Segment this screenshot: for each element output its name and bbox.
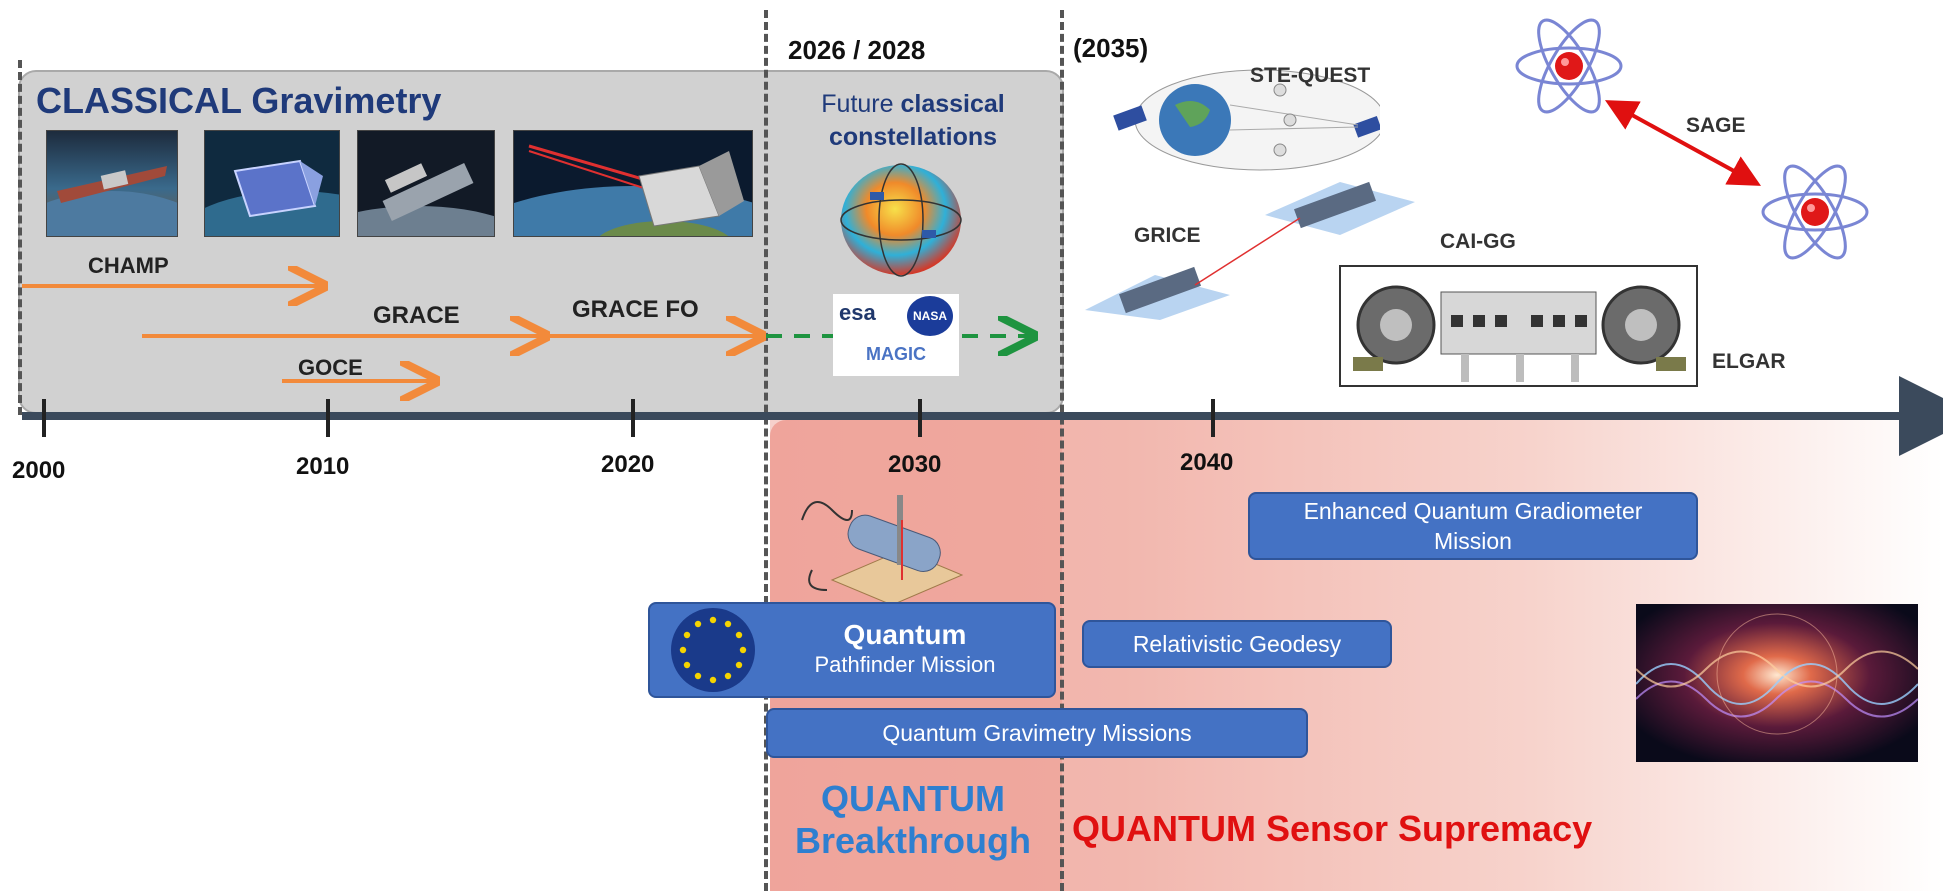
gravity-field-globe-icon <box>840 163 962 277</box>
grice-label: GRICE <box>1134 224 1201 247</box>
champ-label: CHAMP <box>88 253 169 278</box>
future-constellations-title: Future classical constellations <box>766 88 1060 154</box>
era-divider-2035 <box>1060 10 1064 891</box>
breakthrough-line1: QUANTUM <box>821 778 1005 819</box>
tick-2000 <box>42 399 46 437</box>
future-prefix: Future <box>821 90 901 118</box>
elgar-instrument-image <box>1339 265 1698 387</box>
future-line2: constellations <box>828 123 998 151</box>
ste-quest-diagram <box>1113 69 1380 171</box>
pathfinder-mission-box: Quantum Pathfinder Mission <box>648 602 1056 698</box>
goce-satellite-image <box>357 130 495 237</box>
atom-icon-top <box>1515 18 1623 114</box>
cai-gg-label: CAI-GG <box>1440 230 1516 253</box>
grace-fo-label: GRACE FO <box>572 296 699 323</box>
quantum-gravimetry-box: Quantum Gravimetry Missions <box>766 708 1308 758</box>
quantum-gravimetry-label: Quantum Gravimetry Missions <box>882 719 1192 746</box>
classical-title: CLASSICAL Gravimetry <box>36 80 442 121</box>
tick-2010 <box>326 399 330 437</box>
sage-label: SAGE <box>1686 114 1746 137</box>
future-bold-word: classical <box>900 90 1005 118</box>
era-divider-start <box>18 60 22 415</box>
nasa-logo: NASA <box>907 296 953 336</box>
magic-logo-box: esa NASA MAGIC <box>833 294 959 376</box>
tick-2020 <box>631 399 635 437</box>
quantum-breakthrough-label: QUANTUM Breakthrough <box>766 778 1060 862</box>
magic-label: MAGIC <box>866 344 926 364</box>
era-divider-2026 <box>764 10 768 891</box>
period-2035-label: (2035) <box>1073 33 1149 63</box>
grace-satellite-image <box>204 130 340 237</box>
esa-logo: esa <box>839 300 876 325</box>
sage-link-arrow <box>1604 100 1762 186</box>
grace-fo-satellite-image <box>513 130 753 237</box>
elgar-label: ELGAR <box>1712 350 1786 373</box>
grice-satellites-diagram <box>1085 181 1415 320</box>
year-2000: 2000 <box>12 457 66 484</box>
quantum-waves-image <box>1636 604 1918 762</box>
grace-label: GRACE <box>373 302 460 329</box>
year-2020: 2020 <box>601 451 655 478</box>
goce-label: GOCE <box>298 355 363 380</box>
future-period-label: 2026 / 2028 <box>788 35 926 65</box>
eu-flag-icon <box>671 608 755 692</box>
champ-satellite-image <box>46 130 178 237</box>
tick-2030 <box>918 399 922 437</box>
atom-icon-bottom <box>1761 164 1869 260</box>
enhanced-gradiometer-box: Enhanced Quantum Gradiometer Mission <box>1248 492 1698 560</box>
pathfinder-subtitle: Pathfinder Mission <box>814 652 996 677</box>
year-2010: 2010 <box>296 453 350 480</box>
year-2030: 2030 <box>888 451 942 478</box>
quantum-supremacy-label: QUANTUM Sensor Supremacy <box>1072 808 1593 849</box>
tick-2040 <box>1211 399 1215 437</box>
relativistic-geodesy-box: Relativistic Geodesy <box>1082 620 1392 668</box>
breakthrough-line2: Breakthrough <box>794 820 1032 861</box>
relativistic-geodesy-label: Relativistic Geodesy <box>1132 630 1342 657</box>
quantum-sensor-icon <box>801 495 964 605</box>
year-2040: 2040 <box>1180 449 1234 476</box>
ste-quest-label: STE-QUEST <box>1250 64 1371 87</box>
enhanced-gradiometer-label: Enhanced Quantum Gradiometer Mission <box>1303 498 1643 554</box>
pathfinder-title: Quantum <box>843 619 967 650</box>
